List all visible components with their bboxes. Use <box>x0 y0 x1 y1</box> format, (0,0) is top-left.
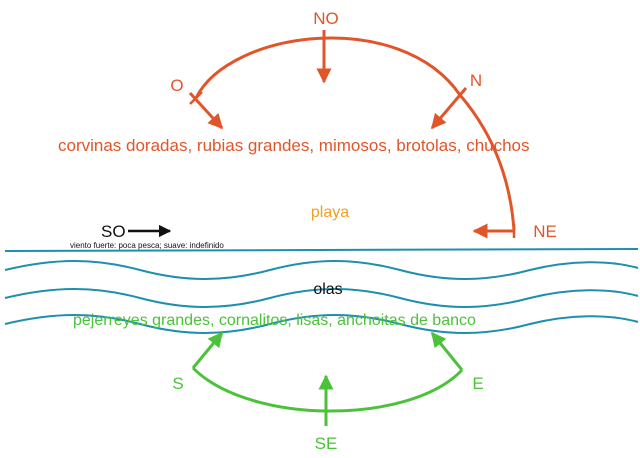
arc-end-tick-o <box>189 91 203 105</box>
wave-line-2 <box>4 288 639 308</box>
waves-label: olas <box>313 281 342 298</box>
south-wind-group: pejerreyes grandes, cornalitos, lisas, a… <box>73 312 484 453</box>
arrow-e <box>430 331 464 371</box>
direction-label-e: E <box>472 374 483 393</box>
direction-label-se: SE <box>315 434 338 453</box>
wave-line-3 <box>4 314 639 334</box>
arrow-s <box>191 331 224 369</box>
wave-line-1 <box>4 260 639 280</box>
direction-label-o: O <box>170 76 183 95</box>
arrow-n <box>430 87 468 130</box>
direction-label-ne: NE <box>533 222 557 241</box>
direction-label-n: N <box>470 71 482 90</box>
north-wind-arc <box>194 36 516 231</box>
south-fish-list: pejerreyes grandes, cornalitos, lisas, a… <box>73 312 476 329</box>
beach-label: playa <box>311 204 349 221</box>
south-wind-arc <box>191 366 464 413</box>
southwest-wind-group: SO viento fuerte: poca pesca; suave: ind… <box>70 222 224 250</box>
north-fish-list: corvinas doradas, rubias grandes, mimoso… <box>58 136 530 155</box>
wind-strength-note: viento fuerte: poca pesca; suave: indefi… <box>70 241 224 250</box>
north-wind-group: NO O N NE corvinas doradas, rubias grand… <box>58 9 557 241</box>
direction-label-so: SO <box>101 222 126 241</box>
shoreline <box>4 248 639 252</box>
sea-group: olas <box>4 248 639 334</box>
direction-label-s: S <box>172 374 183 393</box>
direction-label-no: NO <box>313 9 339 28</box>
